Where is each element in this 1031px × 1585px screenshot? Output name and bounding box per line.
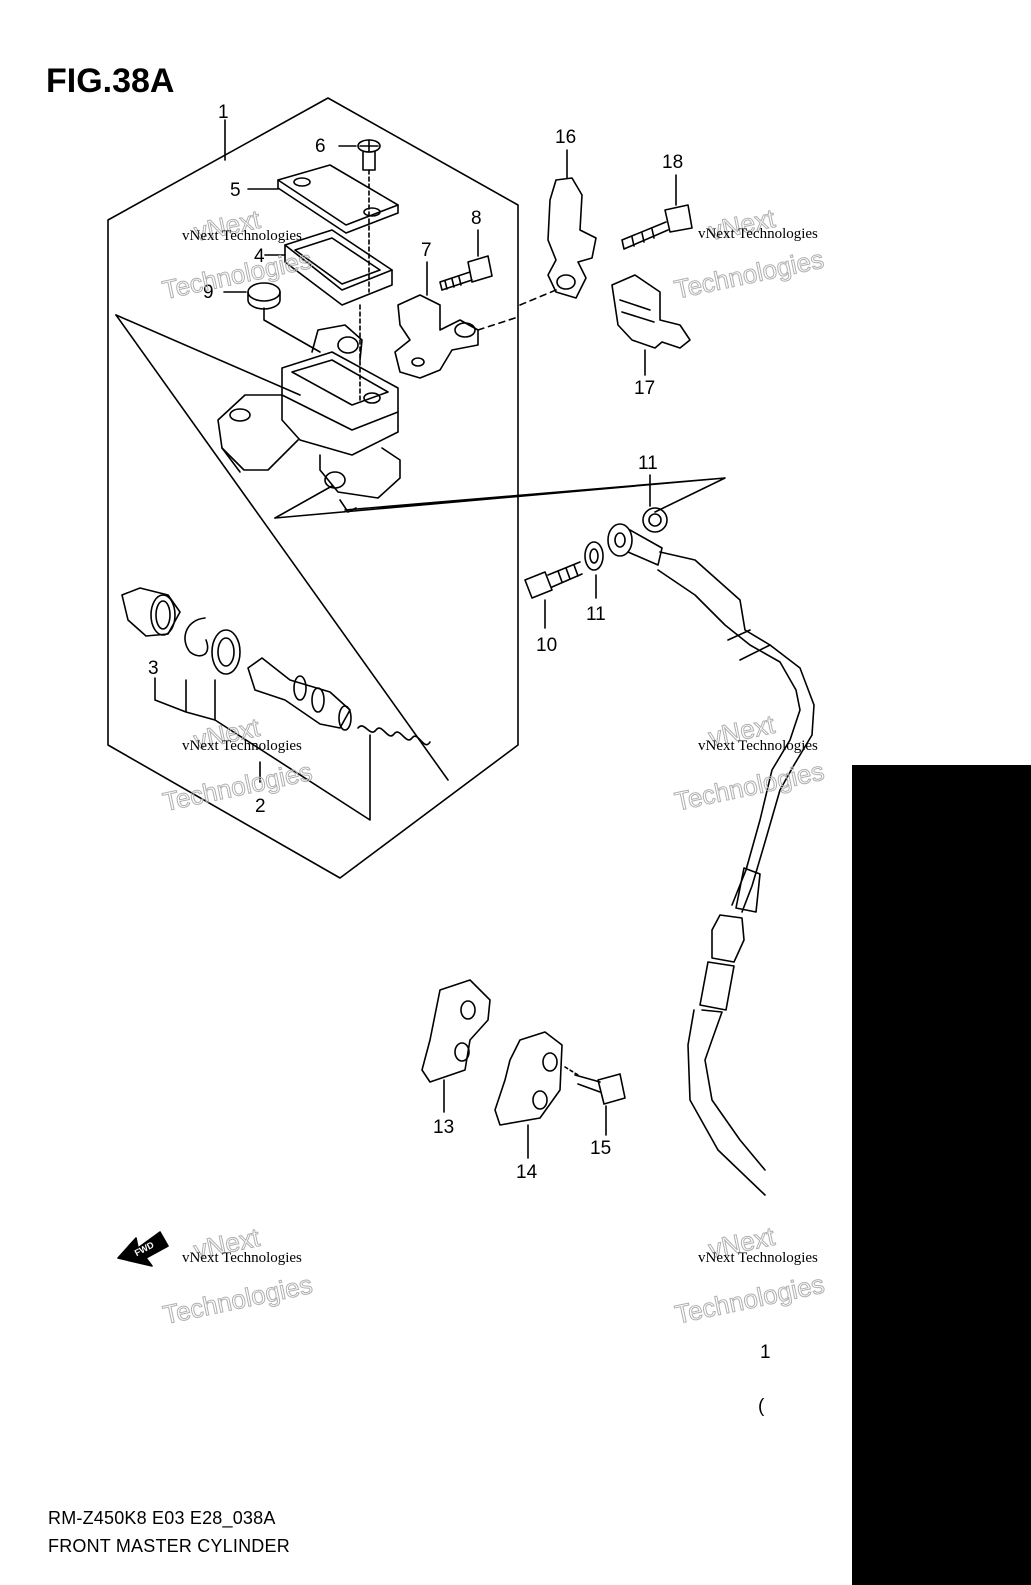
svg-text:Technologies: Technologies [672, 244, 827, 305]
figure-description: FRONT MASTER CYLINDER [48, 1536, 290, 1556]
svg-text:Technologies: Technologies [160, 1269, 315, 1330]
callout-1: 1 [218, 102, 229, 123]
callout-15: 15 [590, 1138, 611, 1159]
switch-part-17 [611, 274, 691, 376]
clamp-part-7 [394, 261, 516, 379]
bolt-part-15 [564, 1066, 626, 1136]
callout-18: 18 [662, 152, 683, 173]
piston-part-2 [247, 657, 352, 731]
master-cylinder-body [217, 304, 401, 513]
partial-callout: 1 [760, 1342, 771, 1363]
washer-part-11a [584, 541, 604, 599]
callout-16: 16 [555, 127, 576, 148]
callout-8: 8 [471, 208, 482, 229]
callout-4: 4 [254, 246, 265, 267]
watermark-4: vNext vNext Technologies Technologies [672, 708, 828, 817]
banjo-bolt-part-10 [524, 561, 583, 629]
callout-7: 7 [421, 240, 432, 261]
reservoir-cap-part-5 [247, 164, 399, 234]
boot-part-3 [121, 587, 181, 637]
callout-13: 13 [433, 1117, 454, 1138]
figure-title: FIG.38A [46, 62, 175, 100]
disc-part-9 [223, 282, 321, 353]
leader-bracket-2-3 [154, 677, 371, 821]
svg-text:vNext Technologies: vNext Technologies [182, 1250, 302, 1266]
svg-text:vNext Technologies: vNext Technologies [182, 738, 302, 754]
svg-text:vNext Technologies: vNext Technologies [698, 738, 818, 754]
spring [357, 725, 431, 746]
svg-text:Technologies: Technologies [672, 756, 827, 817]
svg-text:vNext Technologies: vNext Technologies [698, 1250, 818, 1266]
watermark-2: vNext vNext Technologies Technologies [671, 202, 827, 305]
lever-part-16 [519, 149, 597, 306]
callout-3: 3 [148, 658, 159, 679]
bolt-part-8 [439, 229, 493, 291]
circlip [184, 617, 209, 657]
callout-6: 6 [315, 136, 326, 157]
leader-triangle [115, 314, 449, 781]
svg-text:vNext Technologies: vNext Technologies [698, 226, 818, 242]
callout-5: 5 [230, 180, 241, 201]
svg-text:vNext Technologies: vNext Technologies [182, 228, 302, 244]
svg-text:Technologies: Technologies [160, 756, 315, 817]
diaphragm-part-4 [264, 229, 393, 306]
callout-10: 10 [536, 635, 557, 656]
svg-text:Technologies: Technologies [160, 244, 315, 305]
washer-piston [211, 629, 241, 675]
watermark-5: vNext vNext Technologies Technologies [160, 1221, 316, 1330]
callout-11a: 11 [638, 453, 658, 474]
brake-hose [607, 523, 815, 1196]
holder-part-14 [494, 1031, 563, 1159]
washer-part-11b [642, 474, 668, 533]
watermark-1: vNext vNext Technologies Technologies [159, 203, 315, 305]
partial-glyph: ( [758, 1396, 765, 1417]
screw-part-6 [338, 139, 381, 293]
svg-text:Technologies: Technologies [672, 1269, 827, 1330]
assembly-outline [107, 97, 519, 879]
callout-11b: 11 [586, 604, 606, 625]
watermark-3: vNext vNext Technologies Technologies [160, 711, 316, 817]
model-code: RM-Z450K8 E03 E28_038A [48, 1508, 276, 1528]
black-panel [852, 765, 1031, 1585]
watermark-6: vNext vNext Technologies Technologies [672, 1220, 828, 1330]
callout-14: 14 [516, 1162, 538, 1183]
fwd-arrow-icon [117, 1231, 169, 1267]
callout-9: 9 [203, 282, 214, 303]
bolt-part-18 [621, 174, 693, 250]
holder-part-13 [421, 979, 491, 1113]
callout-2: 2 [255, 796, 266, 817]
callout-17: 17 [634, 378, 655, 399]
